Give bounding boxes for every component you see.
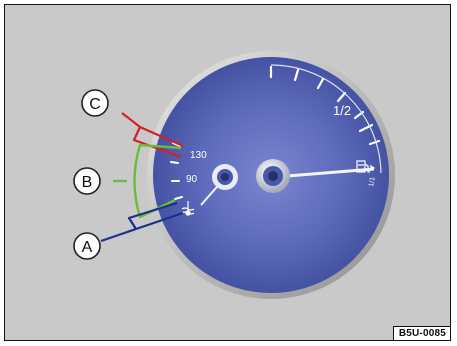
temperature-scale-ticks: [170, 142, 183, 200]
instrument-illustration: 130 90 1/2 1/1: [4, 4, 451, 341]
callout-b-label: B: [82, 174, 93, 191]
callout-a-label: A: [82, 239, 93, 256]
coolant-temperature-icon: [181, 201, 195, 216]
fuel-full-label: 1/1: [368, 176, 377, 187]
callout-a-bracket: [100, 201, 184, 243]
figure-code: B5U-0085: [392, 326, 450, 340]
fuel-half-label: 1/2: [333, 103, 351, 118]
temp-tick-90: 90: [186, 174, 198, 185]
callout-c-bracket: [121, 112, 184, 159]
fuel-pump-icon: [356, 160, 376, 173]
callout-c-label: C: [89, 96, 101, 113]
callout-c: C: [81, 89, 109, 117]
gauge-cluster-drawing: 130 90 1/2 1/1: [73, 51, 395, 299]
temp-tick-130: 130: [190, 150, 207, 161]
callout-a: A: [73, 232, 101, 260]
fuel-scale-arc: [270, 64, 382, 174]
callout-b: B: [73, 167, 101, 195]
